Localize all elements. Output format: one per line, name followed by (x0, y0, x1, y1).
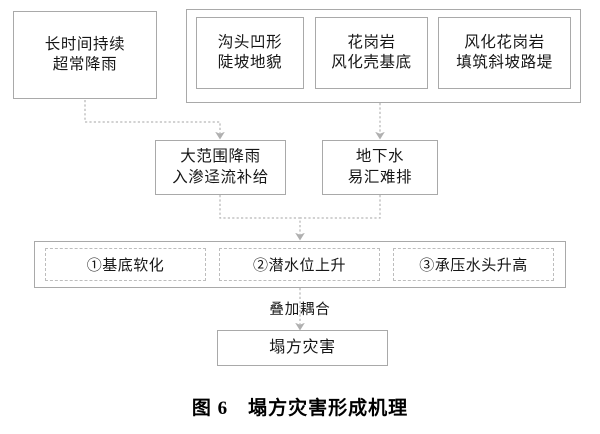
node-effect-1-label: ②潜水位上升 (252, 258, 346, 274)
figure-caption: 图 6 塌方灾害形成机理 (191, 398, 409, 419)
node-groundwater-hard-to-drain[interactable]: 地下水 易汇难排 (322, 140, 438, 195)
node-terrain-0-line2: 陡坡地貌 (217, 54, 283, 71)
edge-label-superposition-coupling: 叠加耦合 (269, 302, 331, 318)
edge-groundwater-to-effects (300, 195, 381, 219)
node-gully-concave-steep-slope[interactable]: 沟头凹形 陡坡地貌 (196, 17, 304, 89)
node-terrain-2-line1: 风化花岗岩 (464, 33, 545, 51)
edge-infiltration-to-effects (219, 195, 305, 241)
node-rainfall-line1: 长时间持续 (44, 35, 126, 53)
node-infiltration-line2: 入渗迳流补给 (172, 168, 269, 186)
node-terrain-2-line2: 填筑斜坡路堤 (456, 54, 553, 71)
node-large-scale-rainfall-infiltration[interactable]: 大范围降雨 入渗迳流补给 (155, 140, 286, 195)
node-rainfall-line2: 超常降雨 (52, 56, 118, 73)
node-effect-base-softening[interactable]: ①基底软化 (45, 248, 206, 281)
node-groundwater-line2: 易汇难排 (347, 168, 413, 186)
node-effect-2-label: ③承压水头升高 (419, 258, 528, 274)
edge-rainfall-to-infiltration (84, 100, 225, 140)
node-terrain-1-line1: 花岗岩 (347, 33, 396, 51)
node-long-duration-rainfall[interactable]: 长时间持续 超常降雨 (13, 11, 157, 99)
node-groundwater-line1: 地下水 (355, 148, 405, 166)
node-granite-weathered-crust-base[interactable]: 花岗岩 风化壳基底 (315, 17, 428, 89)
node-collapse-disaster[interactable]: 塌方灾害 (217, 330, 388, 366)
node-infiltration-line1: 大范围降雨 (180, 148, 261, 166)
node-effect-confined-head-rise[interactable]: ③承压水头升高 (393, 248, 554, 281)
node-weathered-granite-embankment[interactable]: 风化花岗岩 填筑斜坡路堤 (438, 17, 571, 89)
node-disaster-label: 塌方灾害 (269, 338, 336, 356)
node-terrain-0-line1: 沟头凹形 (217, 33, 283, 51)
node-terrain-1-line2: 风化壳基底 (331, 54, 412, 71)
node-effect-water-table-rise[interactable]: ②潜水位上升 (219, 248, 380, 281)
node-effect-0-label: ①基底软化 (86, 258, 165, 274)
